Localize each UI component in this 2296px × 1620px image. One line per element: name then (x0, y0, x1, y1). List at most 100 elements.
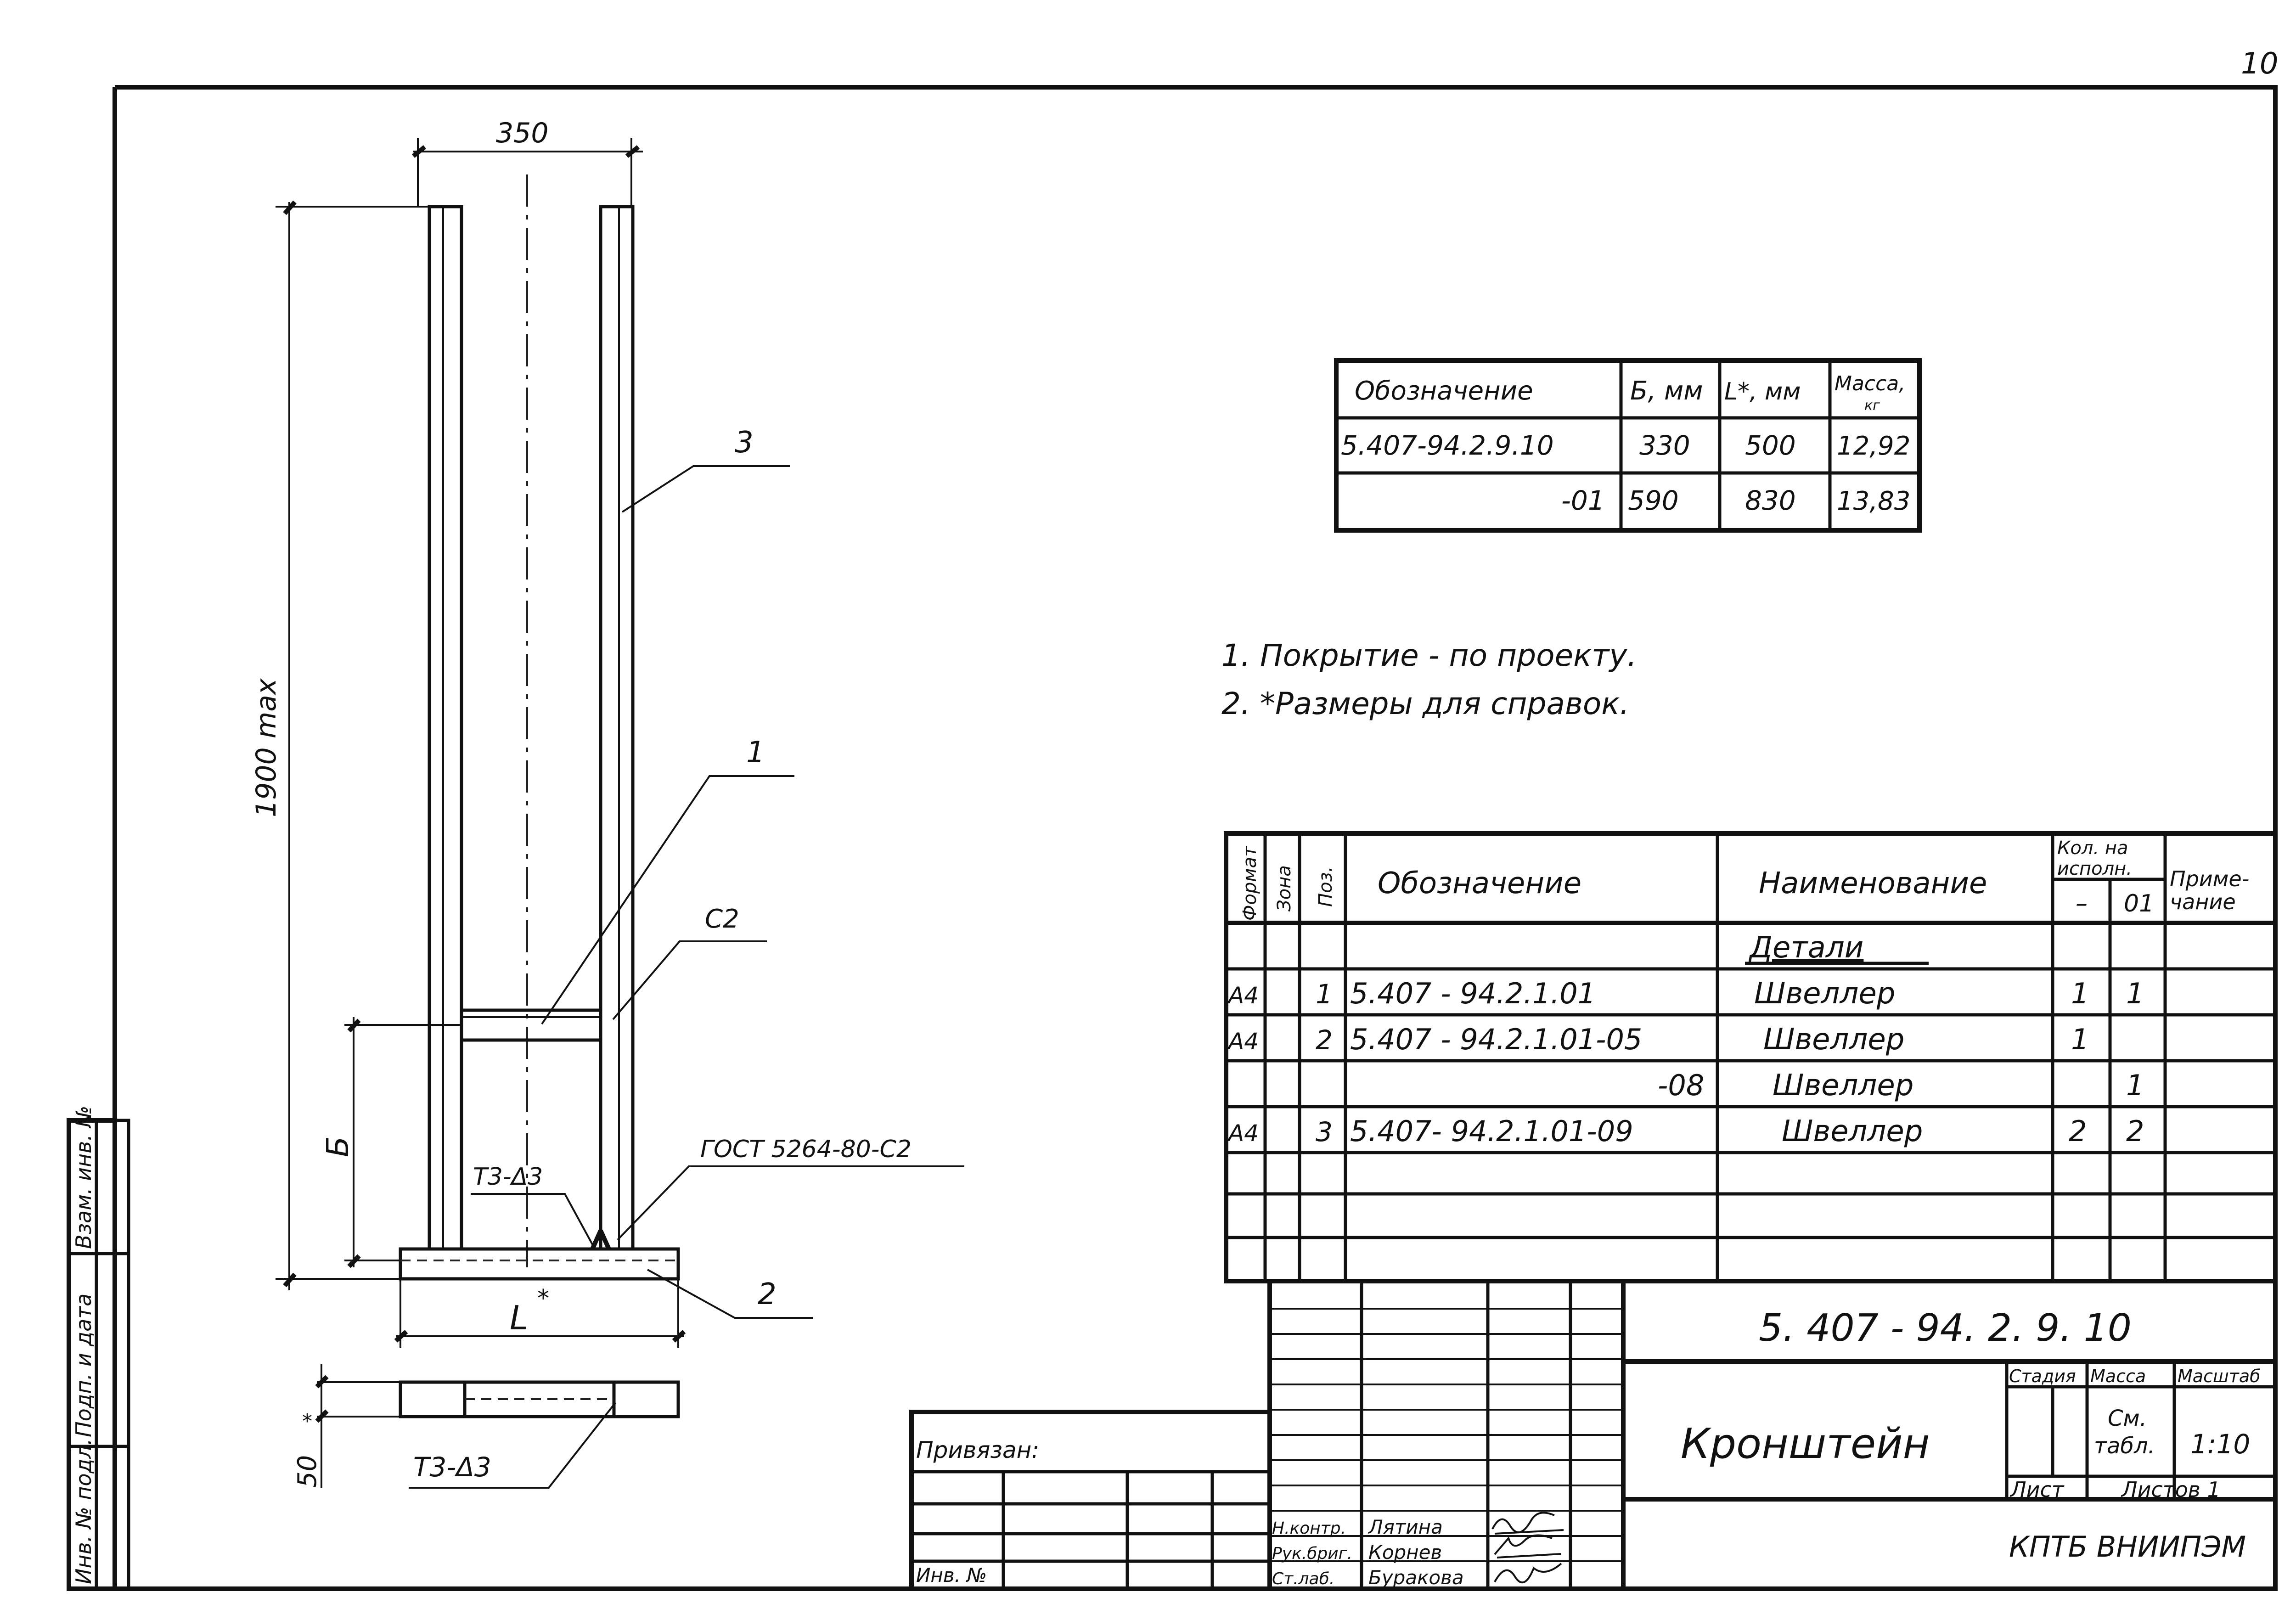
vt-header-mass-unit: кг (1864, 398, 1880, 414)
spec-r4-name: Швеллер (1782, 1114, 1923, 1148)
base-channel (399, 1247, 680, 1281)
mass-value-2: табл. (2094, 1433, 2155, 1459)
callout-part1: 1 (746, 736, 765, 770)
drawing-title: Кронштейн (1681, 1420, 1930, 1468)
signature-1 (1491, 1512, 1564, 1535)
sheet-label: Лист (2009, 1477, 2065, 1502)
spec-h-qty-01: 01 (2124, 890, 2154, 917)
spec-r3-q1: 1 (2126, 1069, 2144, 1102)
title-block: Привязан: Инв. № Н.контр. Лятина Рук.бри… (909, 1279, 2278, 1591)
callout-weld-top: Т3-Δ3 (473, 1163, 543, 1191)
spec-r1-name: Швеллер (1754, 977, 1895, 1011)
bracket-plan: 50 * (293, 1364, 680, 1488)
dim-height: 1900 max (250, 678, 282, 817)
vt-header-mass: Масса, (1835, 372, 1905, 395)
vt-r2-l: 830 (1745, 485, 1796, 516)
stamp-replaced: Взам. инв. № (71, 1106, 96, 1249)
vt-r1-b: 330 (1639, 430, 1690, 461)
privyazan-label: Привязан: (916, 1437, 1039, 1463)
spec-r1-q0: 1 (2071, 977, 2089, 1010)
vt-r1-designation: 5.407-94.2.9.10 (1341, 430, 1554, 461)
crossbar (460, 1008, 602, 1042)
dim-width: 350 (496, 117, 549, 149)
vt-r2-mass: 13,83 (1837, 486, 1910, 516)
spec-r1-format: А4 (1227, 982, 1259, 1009)
signature-2 (1494, 1534, 1562, 1558)
spec-h-pos: Поз. (1315, 866, 1336, 907)
sheets-label: Листов 1 (2121, 1477, 2221, 1502)
spec-h-designation: Обозначение (1378, 866, 1581, 900)
spec-table: Формат Зона Поз. Обозначение Наименовани… (1224, 831, 2278, 1283)
callout-weld-bottom: Т3-Δ3 (413, 1451, 491, 1483)
bracket-elevation (399, 174, 680, 1281)
role-3: Ст.лаб. (1272, 1569, 1334, 1588)
org-name: КПТБ ВНИИПЭМ (2009, 1530, 2246, 1564)
dim-depth-star: * (302, 1410, 312, 1433)
spec-r2-designation: 5.407 - 94.2.1.01-05 (1350, 1023, 1642, 1056)
mass-value: См. (2108, 1406, 2147, 1431)
notes: 1. Покрытие - по проекту. 2. *Размеры дл… (1221, 638, 1637, 721)
stamp-sign-date: Подп. и дата (71, 1294, 96, 1437)
spec-r2-format: А4 (1227, 1028, 1259, 1055)
dim-depth: 50 (293, 1455, 322, 1488)
vt-r1-l: 500 (1745, 430, 1796, 461)
mass-label: Масса (2090, 1366, 2146, 1386)
spec-h-note: Приме- (2170, 866, 2249, 891)
spec-h-qty-dash: – (2076, 890, 2088, 917)
role-1-name: Лятина (1367, 1516, 1443, 1538)
dimension-lines: 350 1900 max Б L * (250, 117, 686, 1348)
spec-h-qty: Кол. на (2057, 838, 2128, 859)
vt-r2-b: 590 (1628, 485, 1679, 516)
spec-r2-q0: 1 (2071, 1023, 2089, 1056)
spec-r4-designation: 5.407- 94.2.1.01-09 (1350, 1114, 1633, 1148)
vt-r1-mass: 12,92 (1837, 431, 1910, 461)
note-2: 2. *Размеры для справок. (1221, 686, 1629, 721)
signature-3 (1494, 1563, 1562, 1584)
role-1: Н.контр. (1272, 1519, 1346, 1538)
spec-r4-q1: 2 (2126, 1114, 2144, 1148)
vt-r2-designation: -01 (1561, 485, 1605, 516)
right-channel (599, 205, 635, 1251)
scale-value: 1:10 (2190, 1429, 2250, 1460)
stage-label: Стадия (2009, 1366, 2076, 1386)
callout-gost: ГОСТ 5264-80-С2 (700, 1136, 912, 1163)
spec-r2-pos: 2 (1316, 1024, 1333, 1056)
spec-h-format: Формат (1239, 845, 1261, 921)
leaders: 3 1 С2 ГОСТ 5264-80-С2 Т3-Δ3 2 Т3-Δ3 (409, 426, 964, 1489)
dim-l-star: * (537, 1285, 549, 1312)
vt-header-designation: Обозначение (1355, 376, 1533, 406)
role-3-name: Буракова (1368, 1566, 1464, 1589)
spec-r4-pos: 3 (1316, 1116, 1333, 1148)
spec-r3-name: Швеллер (1773, 1069, 1913, 1102)
vt-header-l: L*, мм (1724, 378, 1801, 405)
spec-r1-pos: 1 (1316, 979, 1333, 1010)
spec-h-name: Наименование (1759, 866, 1987, 900)
left-channel (428, 205, 463, 1251)
callout-part3: 3 (735, 426, 754, 460)
scale-label: Масштаб (2178, 1366, 2261, 1386)
spec-r1-designation: 5.407 - 94.2.1.01 (1350, 977, 1596, 1010)
doc-number: 5. 407 - 94. 2. 9. 10 (1759, 1306, 2132, 1350)
variant-table: Обозначение Б, мм L*, мм Масса, кг 5.407… (1334, 358, 1922, 533)
stamp-inv-orig: Инв. № подл. (71, 1439, 96, 1584)
spec-h-zone: Зона (1274, 865, 1295, 911)
vt-header-b: Б, мм (1630, 376, 1703, 406)
spec-r4-format: А4 (1227, 1120, 1259, 1147)
spec-section: Детали (1748, 931, 1863, 965)
side-stamp: Инв. № подл. Подп. и дата Взам. инв. № (67, 1106, 130, 1591)
spec-r3-designation: -08 (1658, 1069, 1704, 1102)
spec-r2-name: Швеллер (1763, 1023, 1904, 1057)
dim-b: Б (320, 1136, 355, 1157)
spec-h-qty2: исполн. (2057, 858, 2132, 879)
role-2-name: Корнев (1368, 1541, 1442, 1564)
role-2: Рук.бриг. (1272, 1544, 1352, 1563)
weld-mark (590, 1229, 611, 1250)
inv-no-label: Инв. № (916, 1564, 987, 1586)
note-1: 1. Покрытие - по проекту. (1221, 638, 1637, 673)
spec-r4-q0: 2 (2069, 1114, 2087, 1148)
sheet-number: 10 (2241, 47, 2278, 81)
callout-c2: С2 (705, 904, 739, 934)
spec-r1-q1: 1 (2126, 977, 2144, 1010)
callout-part2: 2 (758, 1277, 777, 1311)
